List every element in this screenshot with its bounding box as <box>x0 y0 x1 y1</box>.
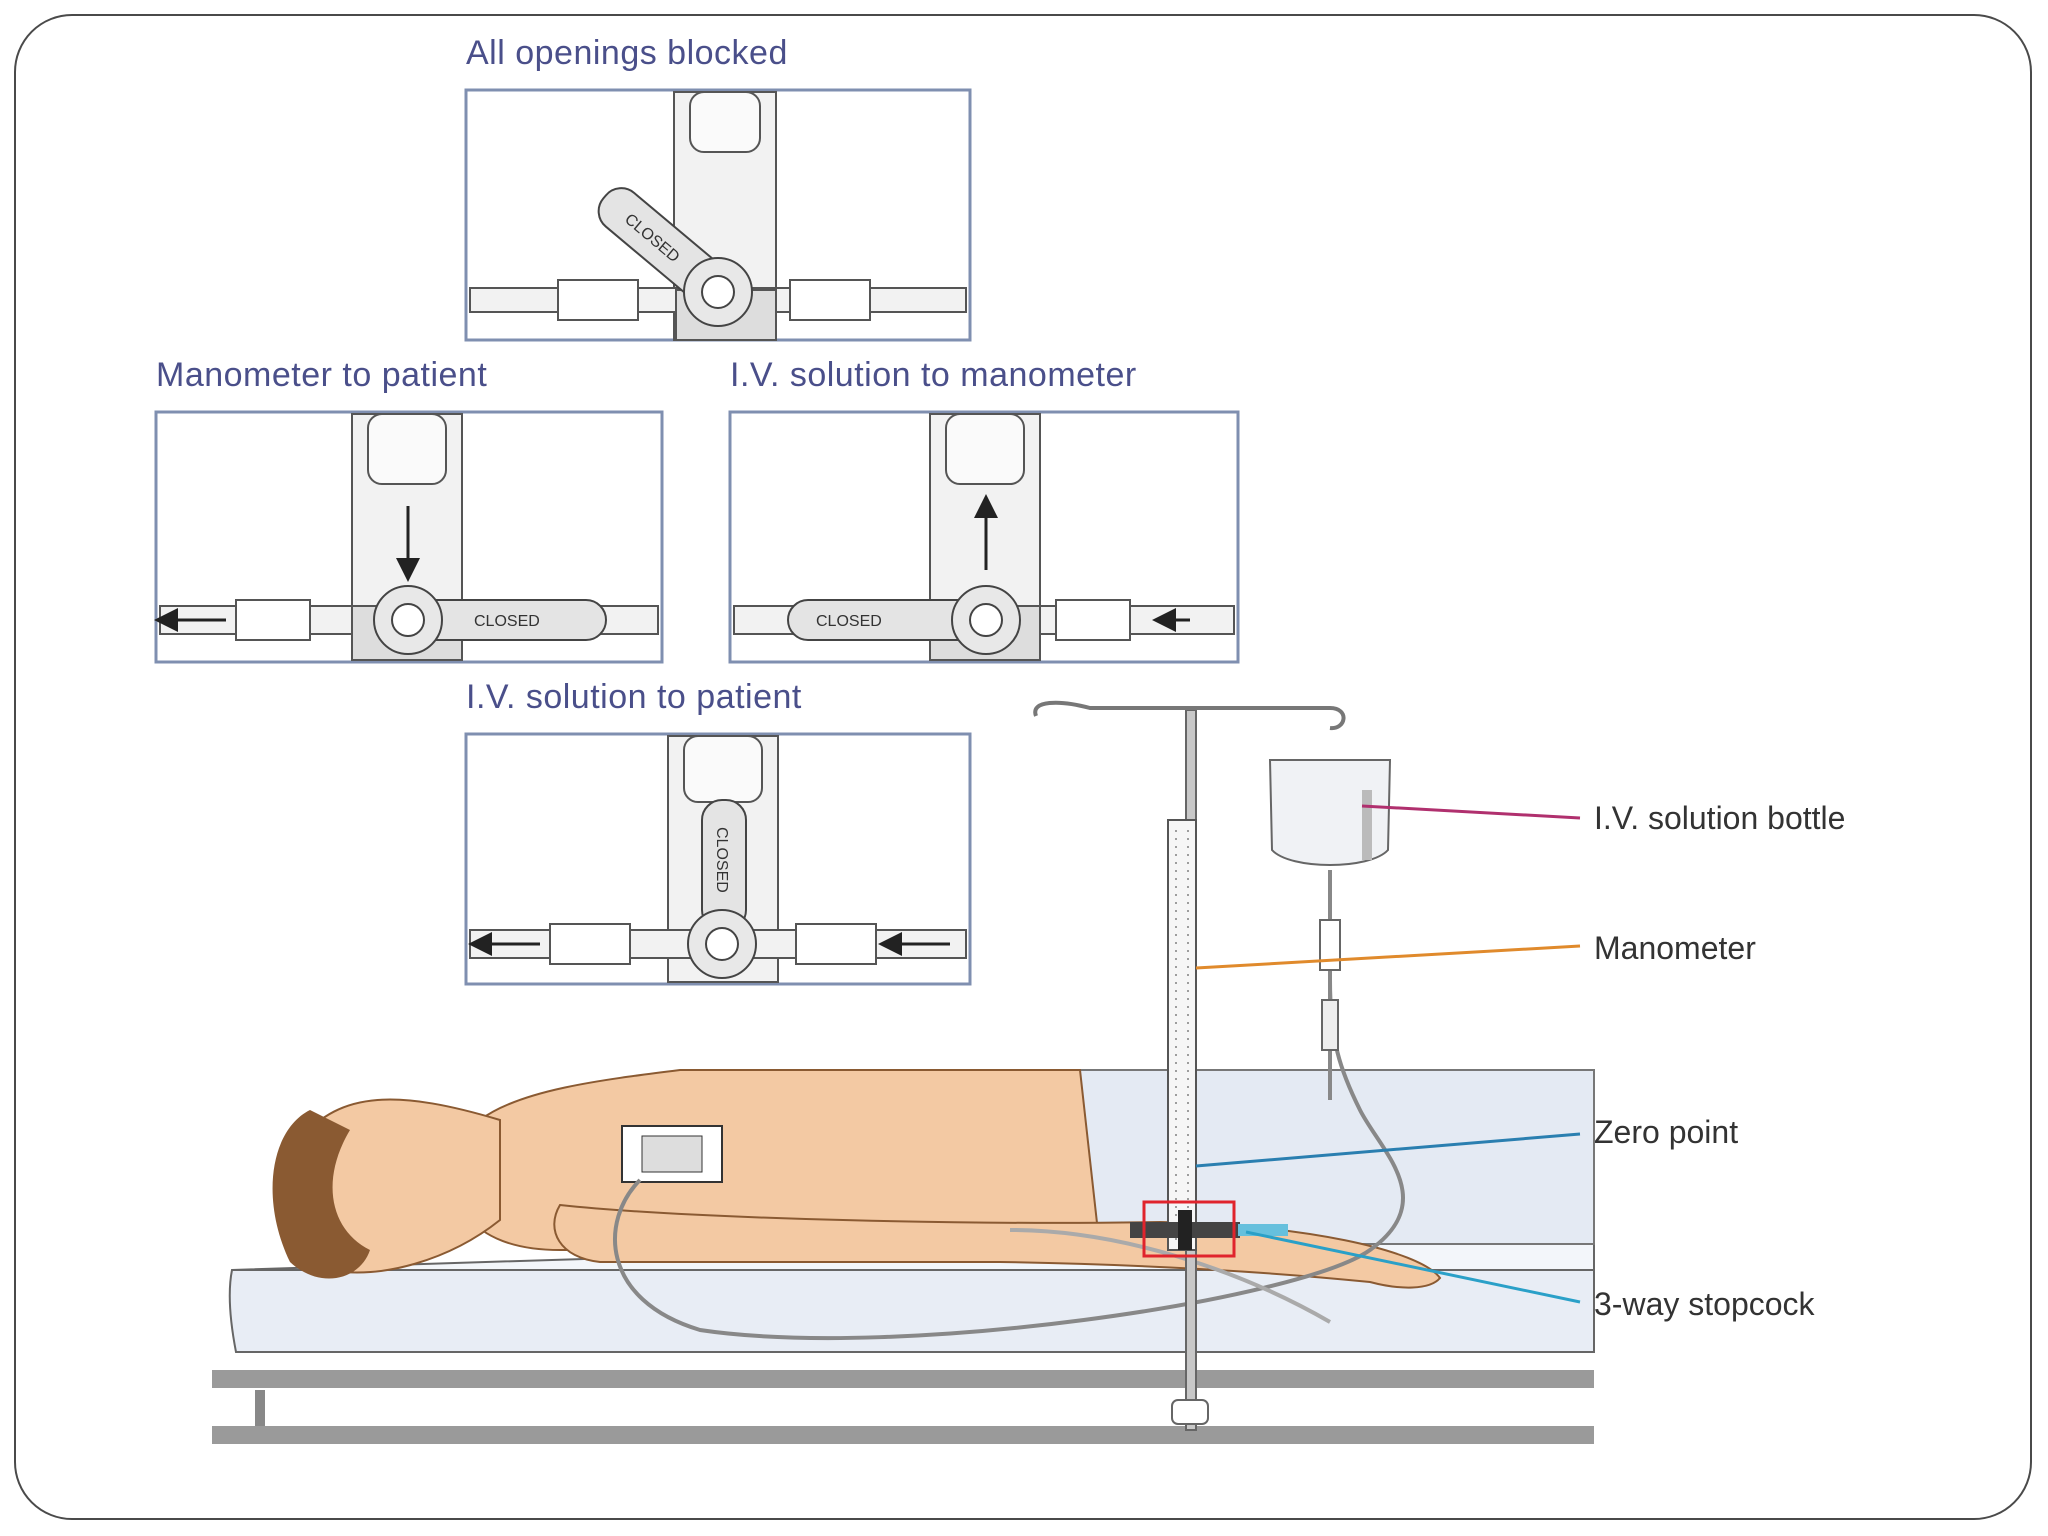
callout-zero-point: Zero point <box>1594 1114 1739 1150</box>
leader-stopcock <box>1245 1230 1581 1304</box>
leader-iv-bottle <box>1361 804 1581 820</box>
stopcock-panel-iv-to-patient: CLOSED <box>464 732 972 986</box>
leader-zero-point <box>1195 1132 1581 1168</box>
manometer <box>1167 819 1197 1251</box>
iv-solution-bottle <box>1268 759 1392 1100</box>
panel-title-iv-to-manometer: I.V. solution to manometer <box>730 356 1137 394</box>
stopcock-panel-iv-to-manometer: CLOSED <box>728 410 1240 664</box>
panel-title-manometer-to-patient: Manometer to patient <box>156 356 488 394</box>
handle-label-closed: CLOSED <box>713 827 730 893</box>
leader-manometer <box>1195 944 1581 970</box>
panel-title-all-openings-blocked: All openings blocked <box>466 34 788 72</box>
panel-title-iv-to-patient: I.V. solution to patient <box>466 678 802 716</box>
callout-iv-solution-bottle: I.V. solution bottle <box>1594 800 1846 836</box>
stopcock-highlight-box <box>1142 1200 1236 1258</box>
handle-label-closed: CLOSED <box>474 613 540 630</box>
callout-3-way-stopcock: 3-way stopcock <box>1594 1286 1815 1322</box>
callout-manometer: Manometer <box>1594 930 1756 966</box>
stopcock-panel-manometer-to-patient: CLOSED <box>154 410 664 664</box>
handle-label-closed: CLOSED <box>816 613 882 630</box>
stopcock-panel-all-blocked: CLOSED <box>464 88 972 342</box>
